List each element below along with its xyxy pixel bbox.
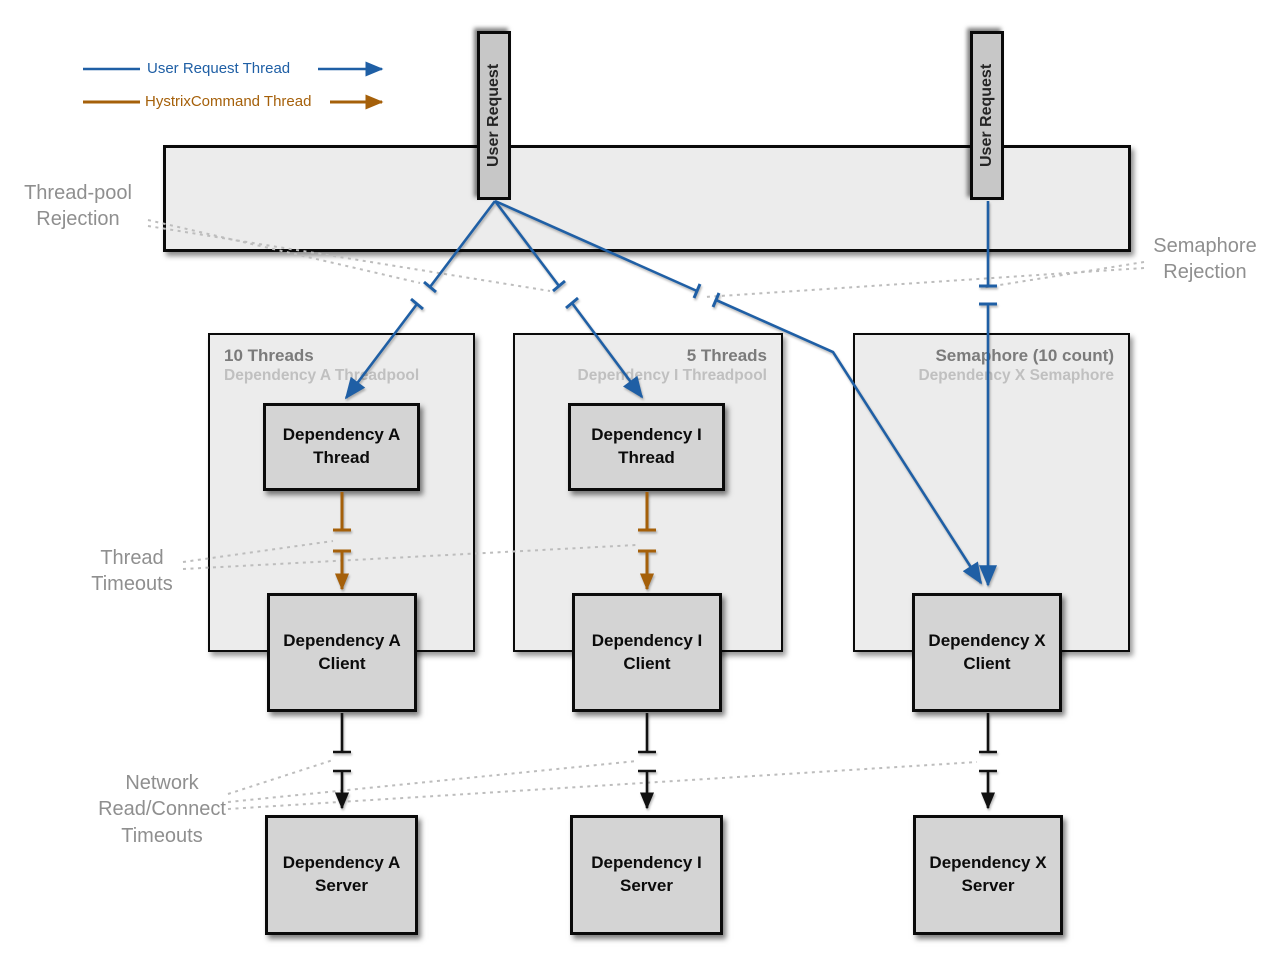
dotted-network-timeouts-3 xyxy=(227,761,978,810)
pool-a-title: 10 Threads xyxy=(224,346,314,365)
dependency-a-client-node: Dependency A Client xyxy=(267,593,417,712)
ur1-thread-a-break-tick-1 xyxy=(423,280,437,294)
dotted-network-timeouts-1 xyxy=(227,759,334,795)
dependency-i-client-node: Dependency I Client xyxy=(572,593,722,712)
dotted-network-timeouts-2 xyxy=(227,760,638,803)
dependency-a-thread-node: Dependency A Thread xyxy=(263,403,420,491)
dependency-x-client-node: Dependency X Client xyxy=(912,593,1062,712)
pool-i-title: 5 Threads xyxy=(686,346,767,365)
ur1-client-x-break-tick-1 xyxy=(692,283,702,299)
thread-pool-rejection-label: Thread-pool Rejection xyxy=(24,182,132,231)
dependency-i-server-node: Dependency I Server xyxy=(570,815,723,935)
network-timeouts-label: Network Read/Connect Timeouts xyxy=(98,772,226,847)
ur1-thread-i-break-tick-1 xyxy=(552,279,566,293)
dependency-a-server-node: Dependency A Server xyxy=(265,815,418,935)
dotted-semaphore-rejection-1 xyxy=(980,261,1145,289)
ur1-client-x-break-tick-2 xyxy=(711,292,721,308)
network-arrows xyxy=(333,713,997,810)
user-request-box-1: User Request xyxy=(477,31,511,200)
ur1-thread-i-break-tick-2 xyxy=(565,296,579,310)
pool-x-title: Semaphore (10 count) xyxy=(935,346,1114,365)
pool-a-subtitle: Dependency A Threadpool xyxy=(224,367,420,385)
semaphore-rejection-label: Semaphore Rejection xyxy=(1153,235,1257,284)
thread-timeouts-label: Thread Timeouts xyxy=(91,547,173,596)
dependency-i-thread-node: Dependency I Thread xyxy=(568,403,725,491)
ur1-thread-a-break-tick-2 xyxy=(410,297,424,311)
legend-user-request-thread-label: User Request Thread xyxy=(147,60,291,77)
user-request-box-2: User Request xyxy=(970,31,1004,200)
legend-hystrix-command-thread-label: HystrixCommand Thread xyxy=(145,93,312,110)
pool-i-subtitle: Dependency I Threadpool xyxy=(577,367,767,385)
dependency-x-server-node: Dependency X Server xyxy=(913,815,1063,935)
pool-x-subtitle: Dependency X Semaphore xyxy=(918,367,1114,385)
dotted-semaphore-rejection-2 xyxy=(704,267,1145,298)
